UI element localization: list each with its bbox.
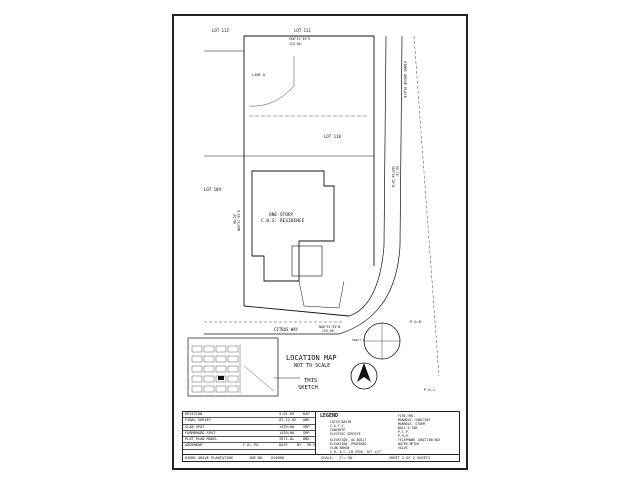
location-map-subtitle: NOT TO SCALE xyxy=(294,363,330,369)
job-no: 010906 xyxy=(271,456,284,460)
location-map-title: LOCATION MAP xyxy=(286,354,337,362)
site-marker xyxy=(218,376,224,380)
lot-112-label: LOT 112 xyxy=(212,28,229,33)
legend-item: FIRE HYD. xyxy=(398,414,416,418)
bottom-bearing: N00°51'55"W xyxy=(319,325,340,329)
revision-row: REVISION 5-01-05 RAP xyxy=(183,412,315,419)
sheet-number: SHEET 2 OF 2 SHEETS xyxy=(389,456,431,460)
legend-item: C.A.T.V. xyxy=(330,424,346,428)
title-block: REVISION 5-01-05 RAP FINAL SURVEY 07-12-… xyxy=(182,411,460,463)
location-map-frame xyxy=(187,337,279,397)
legend-item: TELEPHONE JUNCTION BOX xyxy=(398,438,441,442)
tract-c-label: TRACT C xyxy=(352,338,365,342)
legend-item: P.R.M. xyxy=(398,434,410,438)
south-boundary-line xyxy=(243,305,350,317)
right-bearing: S89°54'28"W xyxy=(391,166,395,187)
lot-111-label: LOT 111 xyxy=(294,28,311,33)
this-sketch-label-1: THIS xyxy=(304,378,317,384)
revision-row: SLAB SPOT 1439/00 SMP xyxy=(183,425,315,431)
left-bearing: N89°47'05"E xyxy=(237,210,241,231)
poc-label: P.O.C. xyxy=(424,388,437,392)
legend-item: P.C.P. xyxy=(398,430,410,434)
scale-label: SCALE: xyxy=(321,456,334,460)
legend-item: CATCH BASIN xyxy=(330,420,352,424)
residence-line-2: C.B.S. RESIDENCE xyxy=(261,218,305,224)
revision-table: REVISION 5-01-05 RAP FINAL SURVEY 07-12-… xyxy=(182,411,316,455)
project-name: HIBBS GROVE PLANTATION xyxy=(185,456,233,460)
location-map-grid xyxy=(191,344,275,394)
survey-sheet: LOT 112 LOT 111 LOT 109 LOT 110 S00°51'5… xyxy=(172,14,468,470)
job-no-label: JOB NO. xyxy=(249,456,265,460)
legend-item: ELEVATION, PROPOSED xyxy=(330,442,367,446)
right-distance: 96.76' xyxy=(395,166,399,178)
legend-item: ELEVATION, AS-BUILT xyxy=(330,438,367,442)
legend-item: I.R. & C. LB 2936, SET 1/2" xyxy=(330,450,382,454)
legend-item: FLOW ARROW xyxy=(330,446,350,450)
line-a-label: LINE A xyxy=(252,73,266,77)
bottom-distance: 125.00' xyxy=(322,329,336,333)
left-distance: 96.20' xyxy=(233,212,237,224)
legend-item: WATER METER xyxy=(398,442,420,446)
this-sketch-label-2: SKETCH xyxy=(298,385,318,391)
top-distance: 125.00' xyxy=(289,42,303,46)
top-bearing: S00°51'55"E xyxy=(289,37,310,41)
legend-item: MANHOLE, STORM xyxy=(398,422,425,426)
legend-box: LEGEND CATCH BASIN C.A.T.V. CONCRETE ELE… xyxy=(316,411,460,455)
legend-title: LEGEND xyxy=(320,413,339,419)
legend-item: MANHOLE, SANITARY xyxy=(398,418,431,422)
revision-row: FINAL SURVEY 07-12-02 DBK xyxy=(183,418,315,425)
revision-row: FORMBOARD SPOT 1439/00 SMP xyxy=(183,431,315,438)
hibbs-grove-place-label: HIBBS GROVE PLACE xyxy=(403,61,407,98)
legend-item: CONCRETE xyxy=(330,428,346,432)
citrus-way-label: CITRUS WAY xyxy=(274,327,299,332)
plat-drawing: LOT 112 LOT 111 LOT 109 LOT 110 S00°51'5… xyxy=(187,28,440,397)
project-row: HIBBS GROVE PLANTATION JOB NO. 010906 SC… xyxy=(182,455,460,462)
revision-row: PLOT PLAN MODEL 3371-AL DBK xyxy=(183,437,315,444)
legend-item: VALVE xyxy=(398,446,408,450)
scale-value: 1"= 30' xyxy=(339,456,355,460)
lot-109-label: LOT 109 xyxy=(204,187,221,192)
legend-item: ELECTRIC SERVICE xyxy=(330,432,361,436)
lot-110-label: LOT 110 xyxy=(324,134,341,139)
residence-line-1: ONE-STORY xyxy=(269,212,294,218)
addendum-row: ADDENDUM F.B.-PG. DATE BY CK'D xyxy=(183,443,316,450)
legend-item: NAIL & TAB xyxy=(398,426,418,430)
pob-label: P.O.B. xyxy=(410,320,423,324)
